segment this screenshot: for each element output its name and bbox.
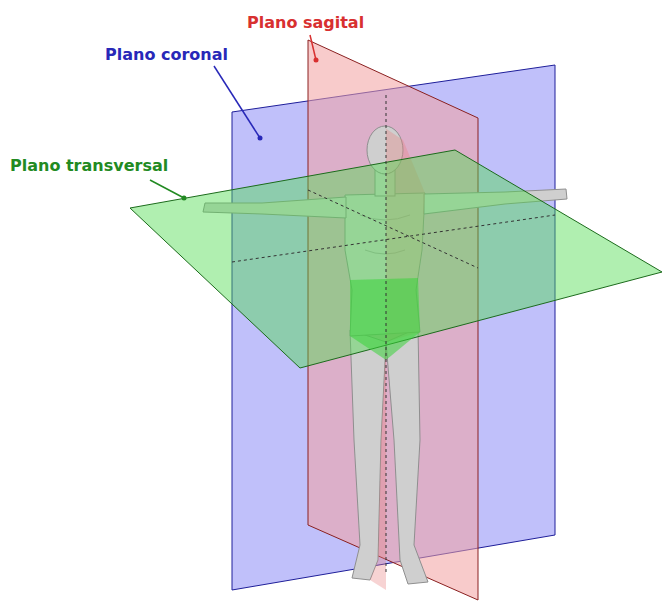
pelvis-tint	[350, 278, 420, 360]
intersection-lines	[232, 95, 555, 575]
transversal-plane	[130, 150, 662, 368]
plane-label: Plano coronal	[105, 46, 228, 64]
plane-label: Plano sagital	[247, 14, 364, 32]
plane-label: Plano transversal	[10, 157, 168, 175]
